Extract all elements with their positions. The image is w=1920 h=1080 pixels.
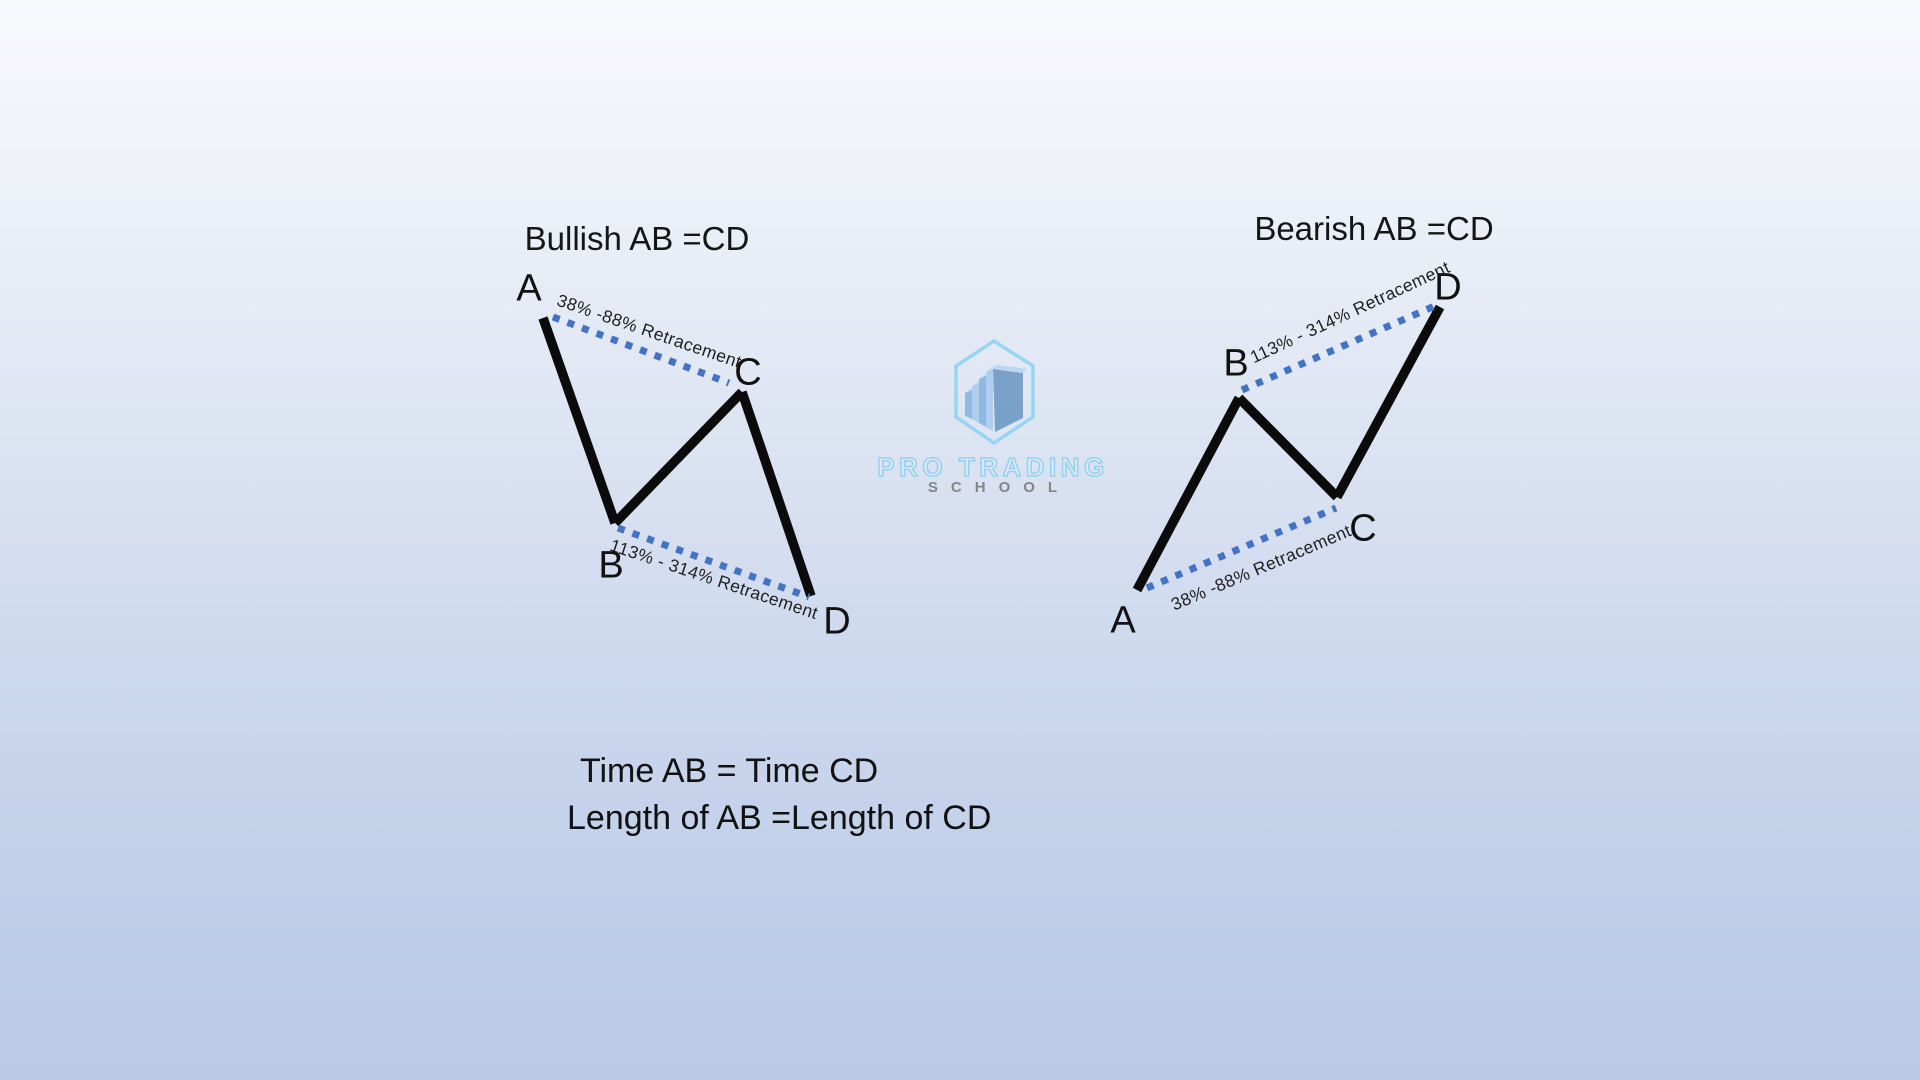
bullish-cd-line <box>737 390 816 598</box>
bearish-cd-line <box>1332 304 1445 500</box>
bearish-ab-line <box>1132 395 1244 593</box>
logo-brand-text: PRO TRADING <box>877 451 1109 483</box>
bearish-point-c-label: C <box>1349 507 1377 550</box>
bearish-point-b-label: B <box>1223 342 1249 385</box>
bullish-point-c-label: C <box>734 351 762 394</box>
bullish-point-a-label: A <box>516 267 542 310</box>
bullish-ac-retracement-line <box>551 313 731 387</box>
pro-trading-school-logo-icon <box>954 339 1035 445</box>
bearish-point-d-label: D <box>1434 266 1462 309</box>
bearish-bd-retracement-line <box>1240 301 1439 394</box>
logo-hexagon-icon <box>954 339 1035 445</box>
bullish-bc-line <box>611 388 746 527</box>
logo-subtitle-text: SCHOOL <box>927 479 1071 496</box>
footer-time-equation: Time AB = Time CD <box>580 752 879 790</box>
bearish-pattern <box>1132 301 1445 593</box>
bearish-bc-line <box>1235 394 1341 501</box>
bullish-ab-line <box>538 316 620 525</box>
bullish-point-d-label: D <box>823 600 851 643</box>
bullish-bd-retracement-line <box>616 524 811 601</box>
bullish-title: Bullish AB =CD <box>524 220 750 257</box>
bearish-title: Bearish AB =CD <box>1254 210 1494 247</box>
bullish-point-b-label: B <box>598 544 624 587</box>
footer-length-equation: Length of AB =Length of CD <box>567 799 992 837</box>
bullish-pattern <box>538 313 816 601</box>
bearish-point-a-label: A <box>1110 599 1136 642</box>
logo-cube-icon <box>965 365 1027 432</box>
bearish-ac-retracement-line <box>1145 504 1338 592</box>
